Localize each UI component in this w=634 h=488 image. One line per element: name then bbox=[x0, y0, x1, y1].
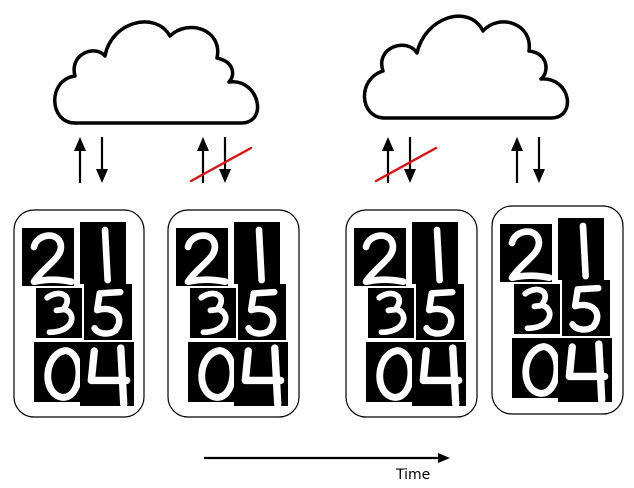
digit-glyph bbox=[569, 284, 602, 333]
digit-glyph bbox=[508, 228, 553, 282]
digit-glyph bbox=[245, 288, 278, 337]
digit-glyph bbox=[579, 222, 589, 280]
client-device bbox=[13, 209, 145, 418]
digit-image bbox=[512, 338, 566, 398]
client-device bbox=[345, 209, 478, 418]
upload-arrow bbox=[511, 137, 523, 183]
digit-glyph bbox=[241, 344, 285, 408]
digit-glyph bbox=[565, 340, 609, 404]
digit-image bbox=[368, 288, 414, 338]
digit-glyph bbox=[87, 344, 131, 408]
digit-glyph bbox=[44, 290, 75, 336]
digit-glyph bbox=[423, 288, 456, 337]
digit-glyph bbox=[433, 226, 443, 284]
digit-image bbox=[190, 288, 236, 338]
sync-arrows bbox=[511, 137, 545, 183]
time-axis: Time bbox=[204, 453, 450, 483]
digit-image bbox=[176, 228, 229, 286]
download-arrow bbox=[404, 137, 416, 183]
digit-image bbox=[558, 338, 612, 404]
digit-image bbox=[80, 222, 126, 284]
digit-image bbox=[412, 222, 458, 284]
digit-image bbox=[80, 342, 134, 408]
digit-glyph bbox=[198, 347, 237, 401]
digit-glyph bbox=[419, 344, 463, 408]
download-arrow bbox=[533, 137, 545, 183]
digit-image bbox=[412, 342, 466, 408]
digit-image bbox=[366, 342, 420, 402]
digit-glyph bbox=[376, 290, 407, 336]
digit-glyph bbox=[184, 232, 229, 286]
sync-arrows bbox=[374, 137, 438, 183]
digit-glyph bbox=[522, 286, 553, 332]
digit-image bbox=[22, 228, 75, 286]
digit-image bbox=[238, 284, 286, 340]
digit-glyph bbox=[44, 347, 83, 401]
digit-image bbox=[234, 342, 288, 408]
client-device bbox=[167, 209, 300, 418]
digit-glyph bbox=[91, 288, 124, 337]
digit-image bbox=[234, 222, 280, 284]
download-arrow bbox=[219, 137, 231, 183]
sync-arrows bbox=[74, 137, 108, 183]
digit-glyph bbox=[362, 232, 407, 286]
digit-glyph bbox=[198, 290, 229, 336]
download-arrow bbox=[96, 137, 108, 183]
blocked-cross bbox=[374, 146, 438, 183]
digit-image bbox=[514, 284, 560, 334]
cloud-icon bbox=[53, 20, 260, 125]
upload-arrow bbox=[197, 137, 209, 183]
digit-image bbox=[558, 218, 604, 280]
digit-glyph bbox=[255, 226, 265, 284]
digit-image bbox=[500, 224, 553, 282]
digit-glyph bbox=[522, 343, 561, 397]
sync-arrows bbox=[189, 137, 253, 183]
upload-arrow bbox=[382, 137, 394, 183]
time-axis-label: Time bbox=[395, 467, 430, 483]
upload-arrow bbox=[74, 137, 86, 183]
digit-image bbox=[84, 284, 132, 340]
digit-image bbox=[354, 228, 407, 286]
digit-glyph bbox=[101, 226, 111, 284]
digit-image bbox=[36, 288, 82, 338]
digit-image bbox=[416, 284, 464, 340]
client-device bbox=[491, 205, 624, 415]
blocked-cross bbox=[189, 146, 253, 183]
digit-image bbox=[34, 342, 88, 402]
digit-glyph bbox=[30, 232, 75, 286]
digit-image bbox=[188, 342, 242, 402]
cloud-icon bbox=[362, 14, 570, 120]
digit-glyph bbox=[376, 347, 415, 401]
digit-image bbox=[562, 280, 610, 336]
